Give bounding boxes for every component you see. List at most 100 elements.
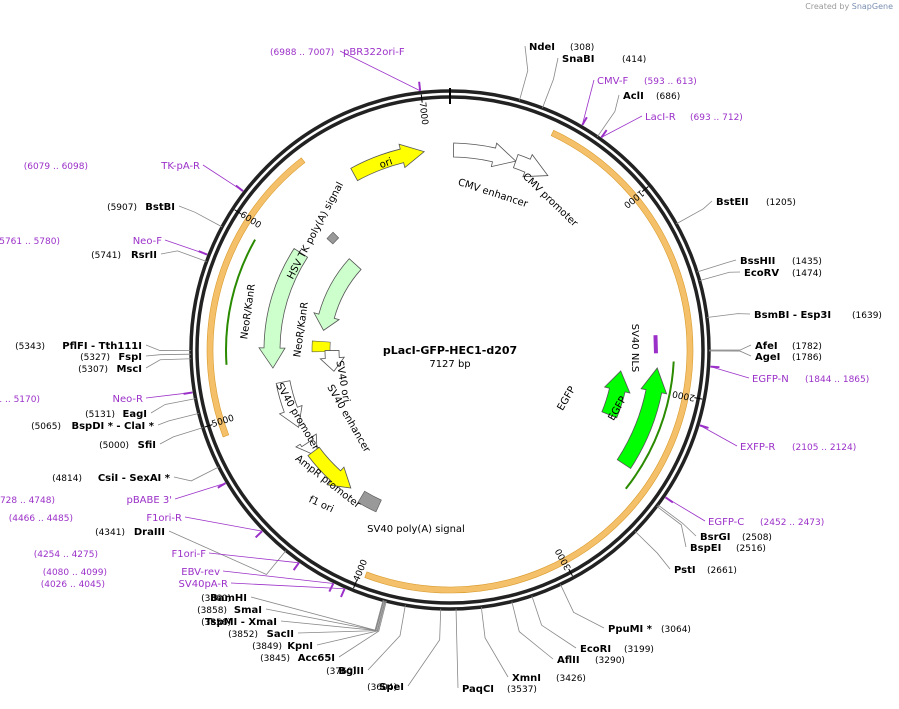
primer-leader: [339, 50, 421, 92]
site-sfii: SfiI: [138, 440, 156, 451]
site-bstbi: BstBI: [145, 202, 175, 213]
site-paqci: PaqCI: [462, 684, 494, 695]
tick-mark: [420, 94, 423, 103]
ori-arrow: [350, 143, 425, 182]
sv40-polya-box: [357, 490, 382, 513]
site-leader: [159, 427, 204, 445]
site-fspi: FspI: [118, 352, 142, 363]
ampr-promoter-arrow: [295, 433, 318, 457]
site-pos-bglii: (3760): [326, 667, 356, 677]
tick-label-4000: 4000: [352, 558, 370, 583]
tick-mark: [353, 580, 357, 589]
site-pos-paqci: (3537): [507, 685, 537, 695]
primer-mark: [600, 129, 608, 138]
site-eagi: EagI: [123, 409, 147, 420]
site-leader: [150, 398, 196, 414]
primer-mark: [183, 391, 193, 395]
site-pos-bsrgi: (2508): [742, 533, 772, 543]
site-pos-msci: (5307): [78, 365, 108, 375]
site-leader: [699, 271, 741, 281]
primer-mark: [340, 588, 346, 598]
site-pos-afei: (1782): [792, 342, 822, 352]
feature-label-neor-kanr: NeoR/KanR: [239, 283, 258, 340]
site-leader: [657, 504, 697, 537]
site-pos-smai: (3858): [197, 606, 227, 616]
primer-leader: [208, 552, 299, 564]
site-agei: AgeI: [755, 352, 780, 363]
site-leader: [338, 600, 387, 658]
f1-ori-arrow: [307, 446, 352, 489]
site-leader: [708, 350, 752, 357]
primer-leader: [222, 570, 334, 584]
site-leader: [634, 530, 671, 570]
snapgene-credit: Created by SnapGene: [805, 2, 893, 11]
site-leader: [145, 353, 192, 357]
feature-label-sv40-poly-a-signal: SV40 poly(A) signal: [367, 524, 465, 535]
site-leader: [455, 608, 459, 689]
primer-pos-sv40pa-r: (4026 .. 4045): [41, 580, 105, 590]
tick-mark: [234, 209, 242, 215]
primer-cmv-f: CMV-F: [597, 76, 628, 87]
site-leader: [531, 595, 577, 649]
plasmid-size: 7127 bp: [429, 359, 470, 370]
primer-pbabe-3: pBABE 3': [126, 495, 172, 506]
site-leader: [265, 600, 384, 631]
site-xmni: XmnI: [512, 673, 541, 684]
site-leader: [160, 250, 207, 262]
site-draiii: DraIII: [134, 527, 165, 538]
neor-kanr-arrow-inner: [313, 258, 362, 331]
site-pflfi-tth111i: PflFI - Tth111I: [62, 341, 142, 352]
primer-tk-pa-r: TK-pA-R: [160, 161, 200, 172]
sv40-promoter-arrow: [275, 380, 303, 428]
site-pos-sacii: (3852): [228, 630, 258, 640]
primer-f1ori-r: F1ori-R: [146, 513, 182, 524]
primer-leader: [699, 425, 738, 447]
site-pos-tspmi-xmai: (3856): [201, 618, 231, 628]
site-pos-spei: (3604): [367, 683, 397, 693]
site-psti: PstI: [674, 565, 696, 576]
tick-label-7000: 7000: [417, 102, 430, 126]
primer-pos-exfp-r: (2105 .. 2124): [792, 443, 856, 453]
primer-leader: [710, 366, 750, 379]
feature-label-cmv-promoter: CMV promoter: [520, 171, 580, 230]
site-pos-acli: (686): [656, 92, 680, 102]
site-pos-bstbi: (5907): [107, 203, 137, 213]
site-pos-snabi: (414): [622, 55, 646, 65]
primer-mark: [581, 116, 588, 126]
site-leader: [676, 200, 713, 225]
primer-pos-f1ori-f: (4254 .. 4275): [34, 550, 98, 560]
primer-mark: [198, 250, 208, 256]
site-smai: SmaI: [234, 605, 262, 616]
site-leader: [407, 608, 442, 687]
primer-leader: [184, 516, 263, 532]
site-leader: [480, 607, 509, 678]
site-leader: [250, 596, 384, 631]
primer-leader: [581, 79, 595, 126]
site-leader: [168, 530, 287, 575]
site-pos-pflfi-tth111i: (5343): [15, 342, 45, 352]
primer-pos-neo-f: (5761 .. 5780): [0, 237, 60, 247]
site-bsrgi: BsrGI: [700, 532, 730, 543]
site-pos-bsteii: (1205): [766, 198, 796, 208]
feature-label-f1-ori: f1 ori: [307, 494, 335, 515]
tick-label-2000: 2000: [671, 388, 696, 402]
egfp-arrow-outer: [616, 367, 668, 469]
site-leader: [706, 313, 751, 318]
credit-brand: SnapGene: [851, 2, 893, 11]
site-pos-xmni: (3426): [556, 674, 586, 684]
site-leader: [145, 344, 192, 351]
primer-mark: [292, 562, 300, 571]
site-leader: [519, 45, 529, 101]
site-pos-ndei: (308): [570, 43, 594, 53]
site-bspdi-clai: BspDI * - ClaI *: [71, 421, 154, 432]
site-pos-bamhi: (3860): [201, 594, 231, 604]
site-pos-sfii: (5000): [99, 441, 129, 451]
site-bglii: BglII: [338, 666, 364, 677]
primer-mark: [664, 496, 674, 504]
primer-sv40pa-r: SV40pA-R: [179, 579, 228, 590]
site-leader: [696, 259, 737, 273]
primer-mark: [699, 424, 709, 429]
primer-mark: [710, 365, 720, 369]
site-pos-psti: (2661): [707, 566, 737, 576]
